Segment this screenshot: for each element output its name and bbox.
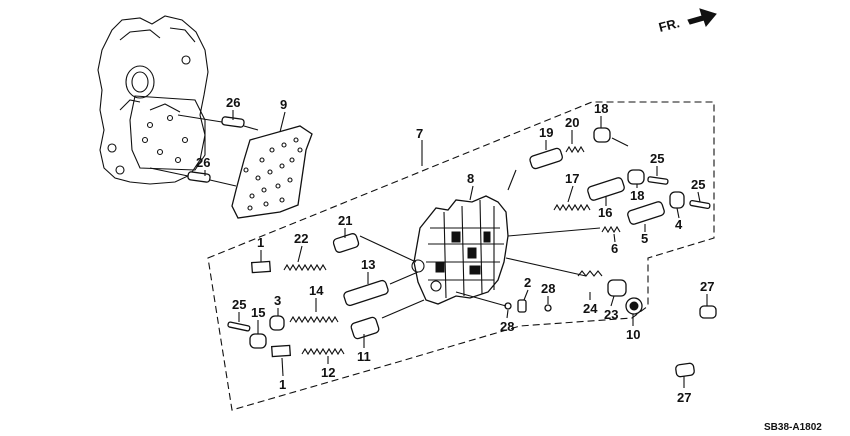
plug-3 [269, 315, 285, 331]
plug-18-lower [627, 169, 645, 185]
callout-2: 2 [524, 275, 531, 290]
callout-11: 11 [357, 349, 371, 364]
transmission-housing [97, 15, 209, 185]
callout-14: 14 [309, 283, 324, 298]
plug-1-lower [270, 344, 292, 358]
plug-23 [607, 279, 627, 297]
valve-19 [507, 147, 563, 191]
spring-14 [289, 315, 339, 324]
callout-24: 24 [583, 301, 598, 316]
callout-leaders [204, 110, 708, 388]
pin-2 [517, 299, 527, 313]
valve-11 [350, 299, 425, 340]
callout-12: 12 [321, 365, 335, 380]
callout-labels: 26 9 26 7 8 19 20 18 25 17 16 18 25 6 5 … [196, 95, 714, 405]
spring-22 [283, 263, 327, 272]
spring-6 [601, 225, 621, 234]
callout-1-lower: 1 [279, 377, 286, 392]
callout-3: 3 [274, 293, 281, 308]
plug-1-upper [250, 260, 272, 274]
plug-18-upper [593, 127, 629, 147]
leader-valve-body-lower [505, 257, 587, 277]
arrow-right-icon [687, 8, 717, 28]
callout-5: 5 [641, 231, 648, 246]
callout-19: 19 [539, 125, 553, 140]
callout-7: 7 [416, 126, 423, 141]
valve-21 [332, 233, 417, 263]
separator-plate [231, 125, 313, 219]
callout-15: 15 [251, 305, 265, 320]
collar-27-lower [675, 362, 695, 378]
main-valve-body [411, 195, 509, 305]
ball-28-right [544, 304, 552, 312]
callout-25-right: 25 [691, 177, 705, 192]
callout-18-lower: 18 [630, 188, 644, 203]
spring-24 [577, 270, 603, 277]
callout-26-lower: 26 [196, 155, 210, 170]
cap-10 [625, 297, 643, 315]
callout-26-upper: 26 [226, 95, 240, 110]
callout-18-upper: 18 [594, 101, 608, 116]
callout-6: 6 [611, 241, 618, 256]
spring-12 [301, 347, 345, 356]
leader-valve-body-upper [507, 227, 601, 237]
callout-16: 16 [598, 205, 612, 220]
pin-25-upper [647, 176, 669, 185]
callout-28-right: 28 [541, 281, 555, 296]
callout-8: 8 [467, 171, 474, 186]
spring-20 [565, 145, 585, 154]
callout-17: 17 [565, 171, 579, 186]
plug-15 [249, 333, 267, 349]
callout-27-upper: 27 [700, 279, 714, 294]
callout-23: 23 [604, 307, 618, 322]
leader-valve-body-bottom [455, 291, 507, 307]
callout-9: 9 [280, 97, 287, 112]
callout-20: 20 [565, 115, 579, 130]
callout-27-lower: 27 [677, 390, 691, 405]
pin-25-right [689, 199, 711, 210]
dowel-pin-upper [177, 114, 259, 131]
valve-13 [343, 271, 419, 307]
pin-25-left [227, 321, 251, 332]
callout-28-center: 28 [500, 319, 514, 334]
spring-17 [553, 203, 591, 212]
collar-27-upper [699, 305, 717, 319]
valve-16 [587, 177, 625, 201]
drawing-code: SB38-A1802 [764, 422, 822, 433]
callout-13: 13 [361, 257, 375, 272]
front-direction-label: FR. [657, 15, 681, 35]
callout-21: 21 [338, 213, 352, 228]
front-direction-indicator: FR. [657, 8, 717, 35]
callout-4: 4 [675, 217, 683, 232]
callout-1-upper: 1 [257, 235, 264, 250]
callout-25-left: 25 [232, 297, 246, 312]
callout-10: 10 [626, 327, 640, 342]
callout-22: 22 [294, 231, 308, 246]
callout-25-upper: 25 [650, 151, 664, 166]
plug-4 [669, 191, 685, 209]
valve-5 [627, 201, 665, 225]
